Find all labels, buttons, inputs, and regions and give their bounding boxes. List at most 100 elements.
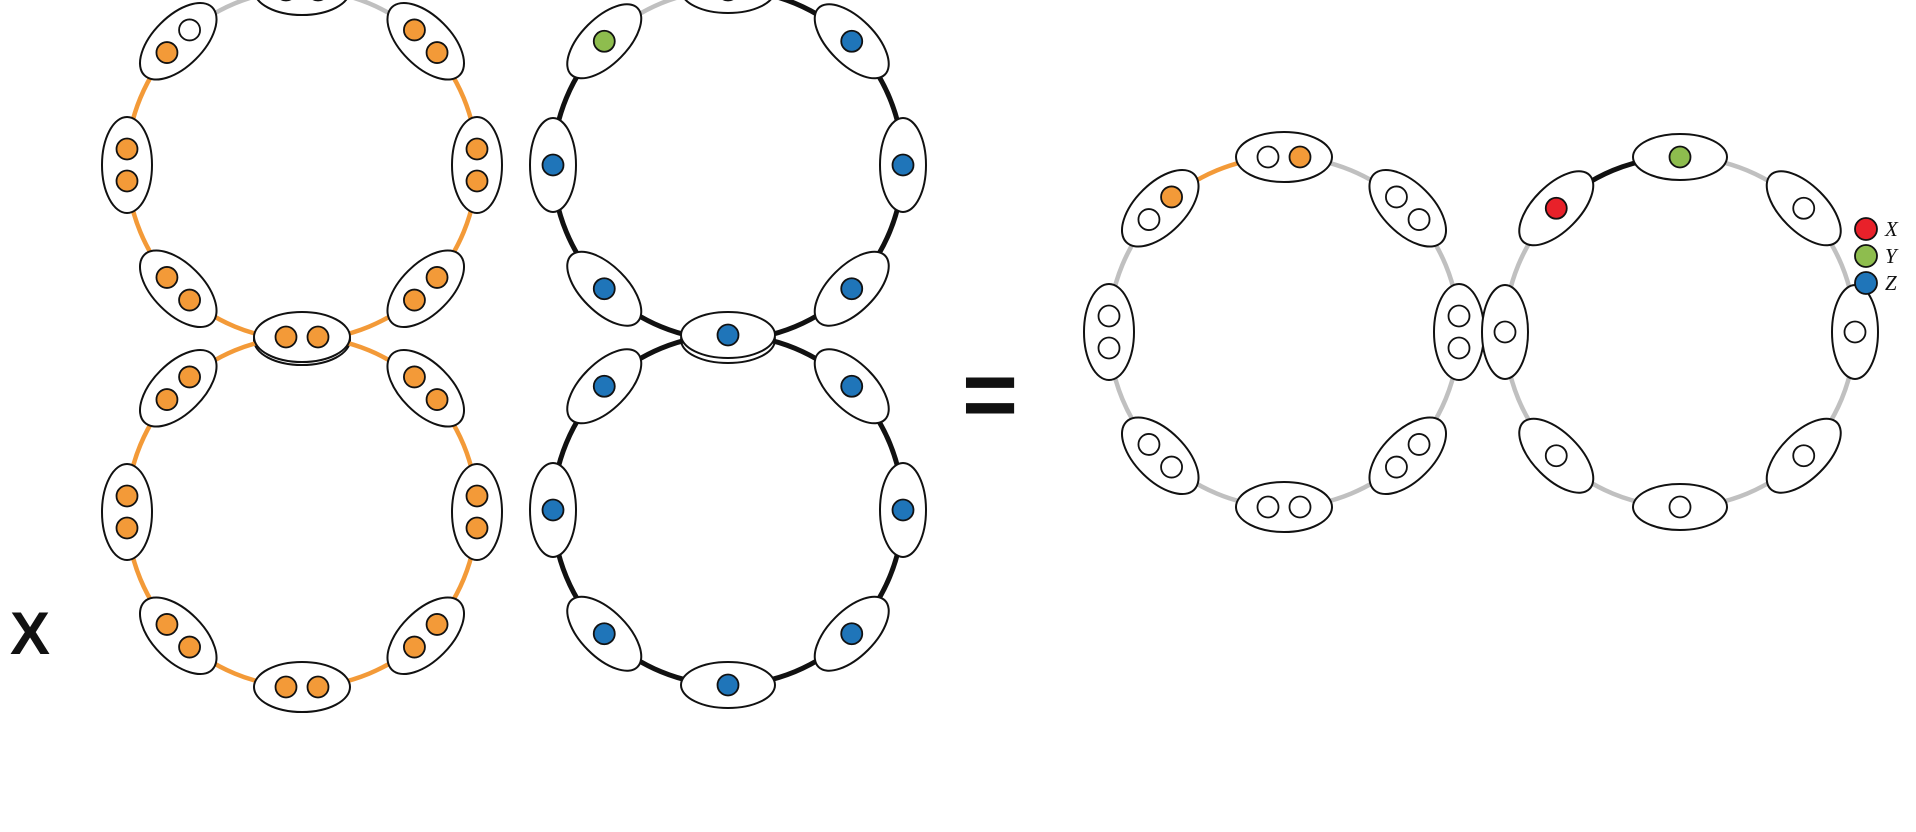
qubit-dot-blue [891,153,915,177]
qubit-dot-blue [716,673,740,697]
ring-node [680,311,776,359]
qubit-dot-empty [1385,185,1408,209]
ring-node [1632,483,1728,531]
qubit-dot-orange [465,484,489,508]
ring-node [566,250,643,327]
ring-node [1120,168,1200,248]
row2-pair-ring [101,311,503,713]
qubit-dot-empty [280,0,292,2]
qubit-dot-orange [425,41,449,64]
qubit-dot-empty [1288,495,1312,519]
qubit-dot-empty [1137,433,1161,456]
qubit-dot-orange [465,137,489,161]
row1-single-ring [529,0,927,364]
ring-node [1433,283,1485,381]
ring-node [138,596,218,676]
node-ellipse [386,1,466,81]
legend-swatch [1854,244,1878,268]
ring-node [101,463,153,561]
qubit-dot-blue [840,374,864,398]
ring-node [879,117,927,213]
ring-node [386,348,466,428]
node-ellipse [1120,168,1200,248]
ring-node [529,462,577,558]
ring-node [451,116,503,214]
ring-node [451,463,503,561]
qubit-dot-empty [1097,336,1121,360]
ring-node [1083,283,1135,381]
ring-node [386,1,466,81]
ring-node [1518,170,1595,247]
qubit-dot-empty [1544,444,1568,468]
qubit-dot-blue [840,29,864,53]
qubit-dot-orange [425,266,449,289]
result-pair-ring [1083,131,1485,533]
qubit-dot-orange [403,635,426,659]
ring-node [813,250,890,327]
node-ellipse [1368,168,1448,248]
legend-swatch [1854,271,1878,295]
ring-node [138,348,218,428]
qubit-dot-green [592,29,616,53]
qubit-dot-blue [840,622,864,646]
ring-node [1831,284,1879,380]
legend-item-z: Z [1854,271,1897,295]
ring-node [680,661,776,709]
qubit-dot-empty [1792,444,1816,468]
legend-item-x: X [1854,217,1899,241]
ring-node [566,348,643,425]
qubit-dot-red [722,0,734,2]
qubit-dot-empty [1407,433,1431,456]
ring-node [1481,284,1529,380]
qubit-dot-empty [1256,145,1280,169]
ring-node [253,311,351,363]
qubit-dot-empty [1097,304,1121,328]
qubit-dot-green [1668,145,1692,169]
qubit-dot-blue [592,622,616,646]
qubit-dot-orange [115,484,139,508]
qubit-dot-empty [178,18,201,42]
node-ellipse [253,661,351,713]
ring-node [1368,416,1448,496]
qubit-dot-orange [115,137,139,161]
ring-node [529,117,577,213]
ring-node [253,661,351,713]
qubit-dot-empty [1447,336,1471,360]
ring-node [1235,481,1333,533]
qubit-dot-orange [306,675,330,699]
qubit-dot-orange [155,266,179,289]
node-ellipse [101,116,153,214]
qubit-dot-orange [115,516,139,540]
qubit-dot-orange [465,516,489,540]
qubit-dot-blue [592,374,616,398]
node-ellipse [386,348,466,428]
qubit-dot-blue [592,277,616,301]
qubit-dot-empty [1792,196,1816,220]
qubit-dot-orange [403,18,426,42]
legend: XYZ [1854,217,1899,295]
rings-layer [101,0,1879,713]
node-ellipse [256,0,348,16]
equals-operator: = [962,341,1018,448]
qubit-dot-orange [1288,145,1312,169]
qubit-dot-orange [178,365,201,389]
ring-node [1368,168,1448,248]
times-operator: X [10,600,50,667]
ring-node [1518,417,1595,494]
qubit-dot-empty [1160,455,1183,479]
node-ellipse [451,116,503,214]
ring-node [684,0,772,14]
qubit-dot-orange [425,613,449,636]
qubit-dot-orange [155,41,179,64]
qubit-dot-blue [716,323,740,347]
ring-node [1632,133,1728,181]
qubit-dot-empty [1256,495,1280,519]
qubit-dot-orange [274,325,298,349]
ring-node [566,3,643,80]
node-ellipse [386,249,466,329]
node-ellipse [386,596,466,676]
node-ellipse [138,249,218,329]
node-ellipse [138,1,218,81]
qubit-dot-blue [541,153,565,177]
